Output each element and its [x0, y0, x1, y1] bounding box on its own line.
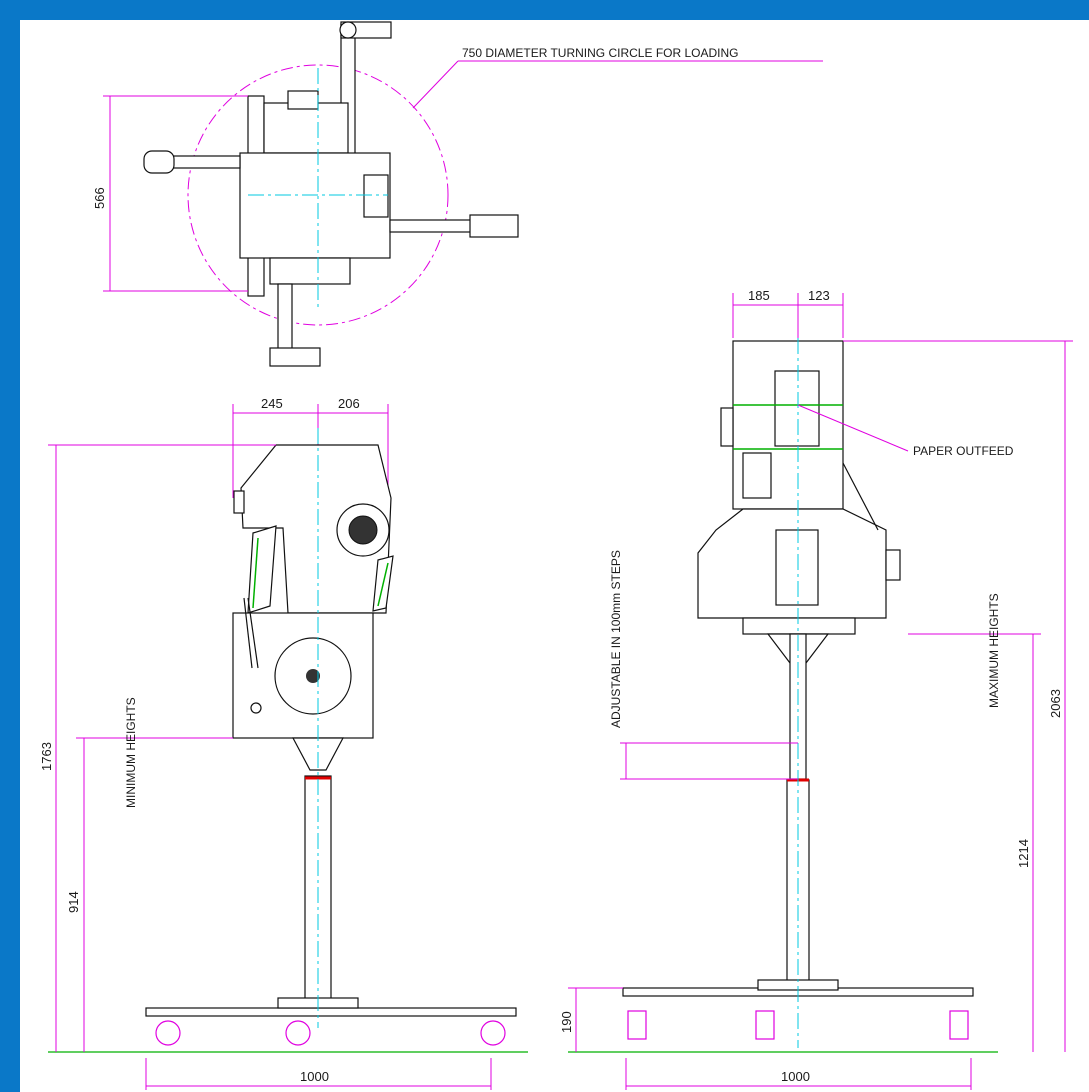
- adjustable-label: ADJUSTABLE IN 100mm STEPS: [609, 550, 623, 728]
- dim-1000-side: 1000: [300, 1069, 329, 1084]
- minimum-heights-label: MINIMUM HEIGHTS: [124, 697, 138, 808]
- turning-circle: [187, 64, 449, 326]
- side-view-strut-1: [247, 597, 259, 669]
- turning-circle-label: 750 DIAMETER TURNING CIRCLE FOR LOADING: [462, 46, 739, 60]
- dim-914: 914: [66, 891, 81, 913]
- top-view-right-wheel: [469, 214, 519, 238]
- dim-1763: 1763: [39, 742, 54, 771]
- front-view-control-panel: [742, 452, 772, 499]
- side-view-base-bar: [145, 1007, 517, 1017]
- paper-outfeed-leader: [797, 404, 909, 452]
- side-view-fan-grill: [348, 515, 378, 545]
- dim-190: 190: [559, 1011, 574, 1033]
- side-view-bolt: [250, 702, 262, 714]
- side-view-wheel-right: [480, 1020, 506, 1046]
- dim-1214: 1214: [1016, 839, 1031, 868]
- dim-566: 566: [92, 187, 107, 209]
- top-view-lower-block: [269, 257, 351, 285]
- front-view-brace: [842, 462, 879, 531]
- side-view-guide-right-green: [377, 562, 389, 607]
- dim-245: 245: [261, 396, 283, 411]
- drawing-sheet: 566 750 DIAMETER TURNING CIRCLE FOR LOAD…: [20, 20, 1089, 1092]
- top-view-rear-block: [263, 102, 349, 154]
- side-view-wheel-mid: [285, 1020, 311, 1046]
- top-view: 566 750 DIAMETER TURNING CIRCLE FOR LOAD…: [92, 21, 823, 367]
- front-view-wheel-right: [949, 1010, 969, 1040]
- front-view-wheel-mid: [755, 1010, 775, 1040]
- maximum-heights-label: MAXIMUM HEIGHTS: [987, 593, 1001, 708]
- side-view: 245 206 1763: [39, 396, 528, 1090]
- front-view-right-knob: [885, 549, 901, 581]
- dim-185: 185: [748, 288, 770, 303]
- side-view-knob: [233, 490, 245, 514]
- top-view-side-box: [363, 174, 389, 218]
- front-view-outfeed: [774, 370, 820, 447]
- dim-2063: 2063: [1048, 689, 1063, 718]
- front-view-side-knob: [720, 407, 734, 447]
- front-view: 185 123 PAPER OUTFEED ADJ: [559, 288, 1073, 1090]
- paper-outfeed-label: PAPER OUTFEED: [913, 444, 1014, 458]
- side-view-strut-2: [243, 597, 253, 669]
- side-view-guide-left-green: [252, 537, 259, 609]
- dim-123: 123: [808, 288, 830, 303]
- technical-drawing: 566 750 DIAMETER TURNING CIRCLE FOR LOAD…: [39, 21, 1073, 1090]
- top-view-lower-handle: [269, 347, 321, 367]
- side-view-wheel-left: [155, 1020, 181, 1046]
- top-view-left-wheel: [143, 150, 175, 174]
- front-view-center-panel: [775, 529, 819, 606]
- dim-1000-front: 1000: [781, 1069, 810, 1084]
- turning-circle-leader: [412, 60, 459, 109]
- dim-206: 206: [338, 396, 360, 411]
- top-view-motor: [287, 90, 319, 110]
- side-view-guide-left: [247, 525, 277, 614]
- side-view-roll-hub: [306, 669, 320, 683]
- front-view-wheel-left: [627, 1010, 647, 1040]
- top-view-upper-wheel: [339, 21, 357, 39]
- top-view-right-arm: [389, 219, 481, 233]
- side-view-head: [240, 444, 392, 614]
- front-view-mount: [742, 617, 856, 635]
